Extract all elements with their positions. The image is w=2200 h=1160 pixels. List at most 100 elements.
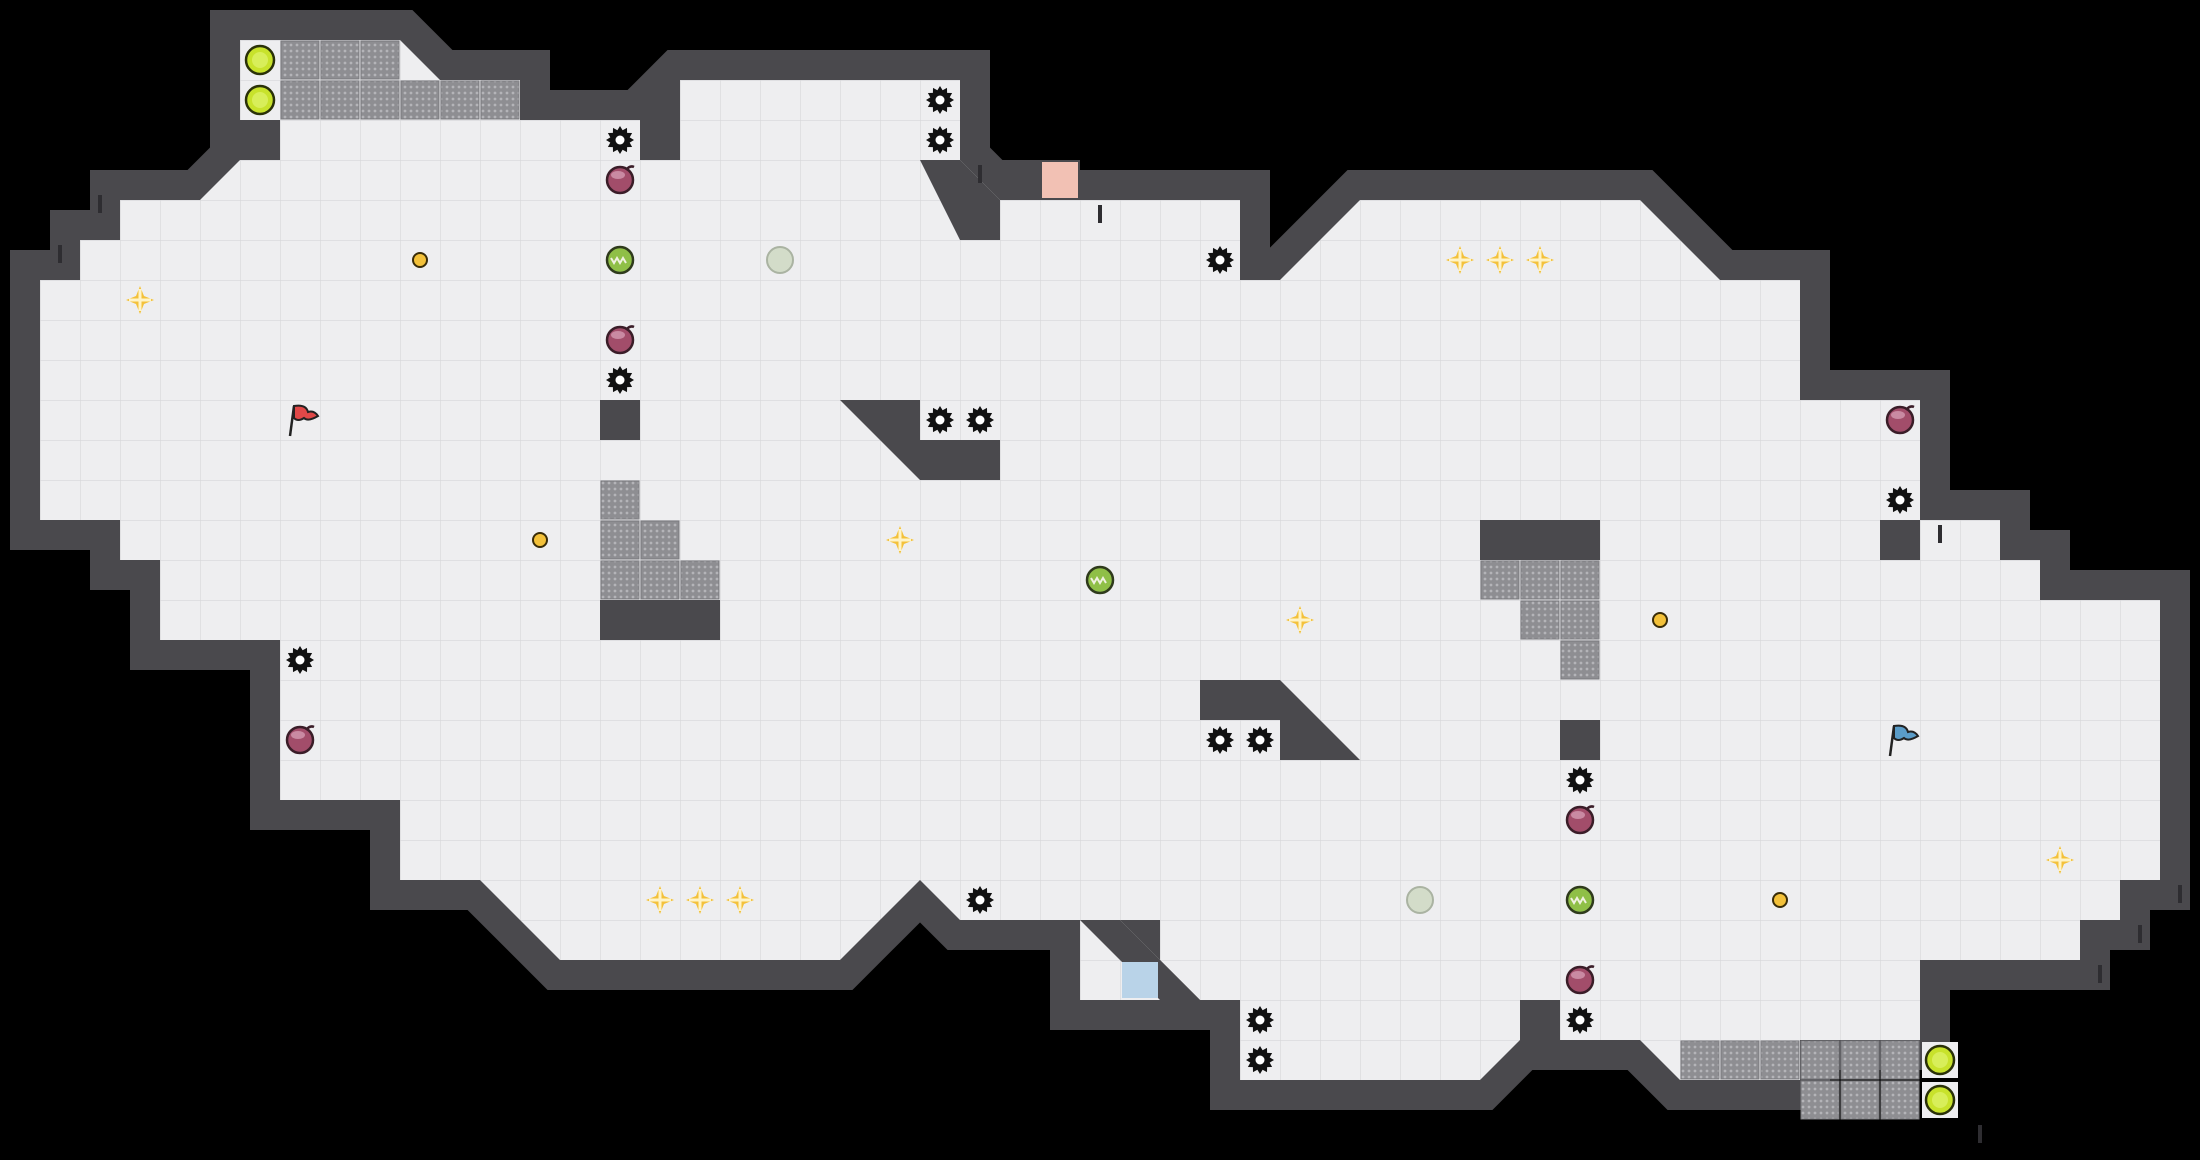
mesh-tile (400, 80, 440, 120)
mesh-tile (600, 480, 640, 520)
sawblade-icon (286, 646, 314, 674)
inner-walls (600, 80, 1920, 1000)
sparkle-icon[interactable] (1446, 246, 1474, 274)
sparkle-icon[interactable] (2046, 846, 2074, 874)
mesh-tile (1520, 600, 1560, 640)
sawblade-icon (1566, 1006, 1594, 1034)
sawblade-icon (1886, 486, 1914, 514)
mesh-tile (360, 80, 400, 120)
pale-orb-icon[interactable] (766, 246, 794, 274)
wall-notch (2098, 965, 2102, 983)
sawblade-icon (966, 406, 994, 434)
mesh-tile (320, 40, 360, 80)
mesh-tile (1880, 1040, 1920, 1080)
sparkle-icon[interactable] (126, 286, 154, 314)
sawblade-icon (1566, 766, 1594, 794)
sparkle-icon[interactable] (1486, 246, 1514, 274)
mesh-tile (280, 40, 320, 80)
mesh-tile (1720, 1040, 1760, 1080)
mesh-tile (480, 80, 520, 120)
wall-step-j (1880, 520, 1920, 560)
sawblade-icon (1246, 726, 1274, 754)
wall-notch-g (640, 80, 680, 160)
wall-notch (2138, 925, 2142, 943)
sawblade-icon (966, 886, 994, 914)
mesh-tile (1560, 600, 1600, 640)
bomb-icon (605, 325, 635, 355)
coin-icon[interactable] (412, 252, 428, 268)
wall-diag-e (1200, 680, 1360, 760)
sawblade-icon (1206, 726, 1234, 754)
sparkle-icon[interactable] (1286, 606, 1314, 634)
wall-notch (978, 165, 982, 183)
wall-notch (1098, 205, 1102, 223)
sawblade-icon (1246, 1046, 1274, 1074)
bomb-icon (285, 725, 315, 755)
sparkle-icon[interactable] (886, 526, 914, 554)
mesh-tile (600, 560, 640, 600)
wall-block-f (1560, 720, 1600, 760)
bomb-icon (1565, 805, 1595, 835)
sawblade-icon (1206, 246, 1234, 274)
wall-notches (58, 165, 2182, 1143)
lime-button-icon[interactable] (242, 82, 278, 118)
sawblade-icon (1246, 1006, 1274, 1034)
mesh-tile (1560, 640, 1600, 680)
sparkle-icon[interactable] (726, 886, 754, 914)
coin-icon[interactable] (532, 532, 548, 548)
sawblade-icon (606, 366, 634, 394)
mesh-blocks (280, 40, 1920, 1120)
mesh-tile (1680, 1040, 1720, 1080)
pale-orb-icon[interactable] (1406, 886, 1434, 914)
mesh-tile (1520, 560, 1560, 600)
green-orb-icon[interactable] (1085, 565, 1115, 595)
wall-notch (58, 245, 62, 263)
wall-bar-d (1480, 520, 1600, 560)
green-orb-icon[interactable] (605, 245, 635, 275)
portal-blue[interactable] (1122, 962, 1158, 998)
mesh-tile (1760, 1040, 1800, 1080)
mesh-tile (440, 80, 480, 120)
bomb-icon (1565, 965, 1595, 995)
mesh-tile (640, 560, 680, 600)
wall-notch (2178, 885, 2182, 903)
mesh-tile (600, 520, 640, 560)
flag-red-icon[interactable] (288, 404, 320, 437)
green-orb-icon[interactable] (1565, 885, 1595, 915)
coin-icon[interactable] (1772, 892, 1788, 908)
sparkle-icon[interactable] (646, 886, 674, 914)
wall-block-a (600, 400, 640, 440)
wall-notch (1938, 525, 1942, 543)
mesh-tile (1840, 1080, 1880, 1120)
sawblade-icon (606, 126, 634, 154)
lime-button-icon[interactable] (242, 42, 278, 78)
floor (40, 40, 2160, 1080)
bomb-icon (1885, 405, 1915, 435)
sawblade-icon (926, 406, 954, 434)
wall-step-k (1080, 920, 1200, 1000)
mesh-tile (360, 40, 400, 80)
mesh-tile (1840, 1040, 1880, 1080)
mesh-tile (1880, 1080, 1920, 1120)
wall-diag-c (840, 400, 1000, 480)
wall-bar-b (600, 600, 720, 640)
mesh-tile (640, 520, 680, 560)
lime-button-icon[interactable] (1922, 1042, 1958, 1078)
sawblade-icon (926, 86, 954, 114)
coin-icon[interactable] (1652, 612, 1668, 628)
entities-layer[interactable] (126, 42, 2074, 1118)
lime-button-icon[interactable] (1922, 1082, 1958, 1118)
portal-red[interactable] (1042, 162, 1078, 198)
sparkle-icon[interactable] (1526, 246, 1554, 274)
mesh-tile (1480, 560, 1520, 600)
mesh-tile (1800, 1080, 1840, 1120)
mesh-tile (1560, 560, 1600, 600)
sparkle-icon[interactable] (686, 886, 714, 914)
mesh-tile (280, 80, 320, 120)
flag-blue-icon[interactable] (1888, 724, 1920, 757)
wall-notch (1978, 1125, 1982, 1143)
mesh-tile (680, 560, 720, 600)
wall-notch (98, 195, 102, 213)
